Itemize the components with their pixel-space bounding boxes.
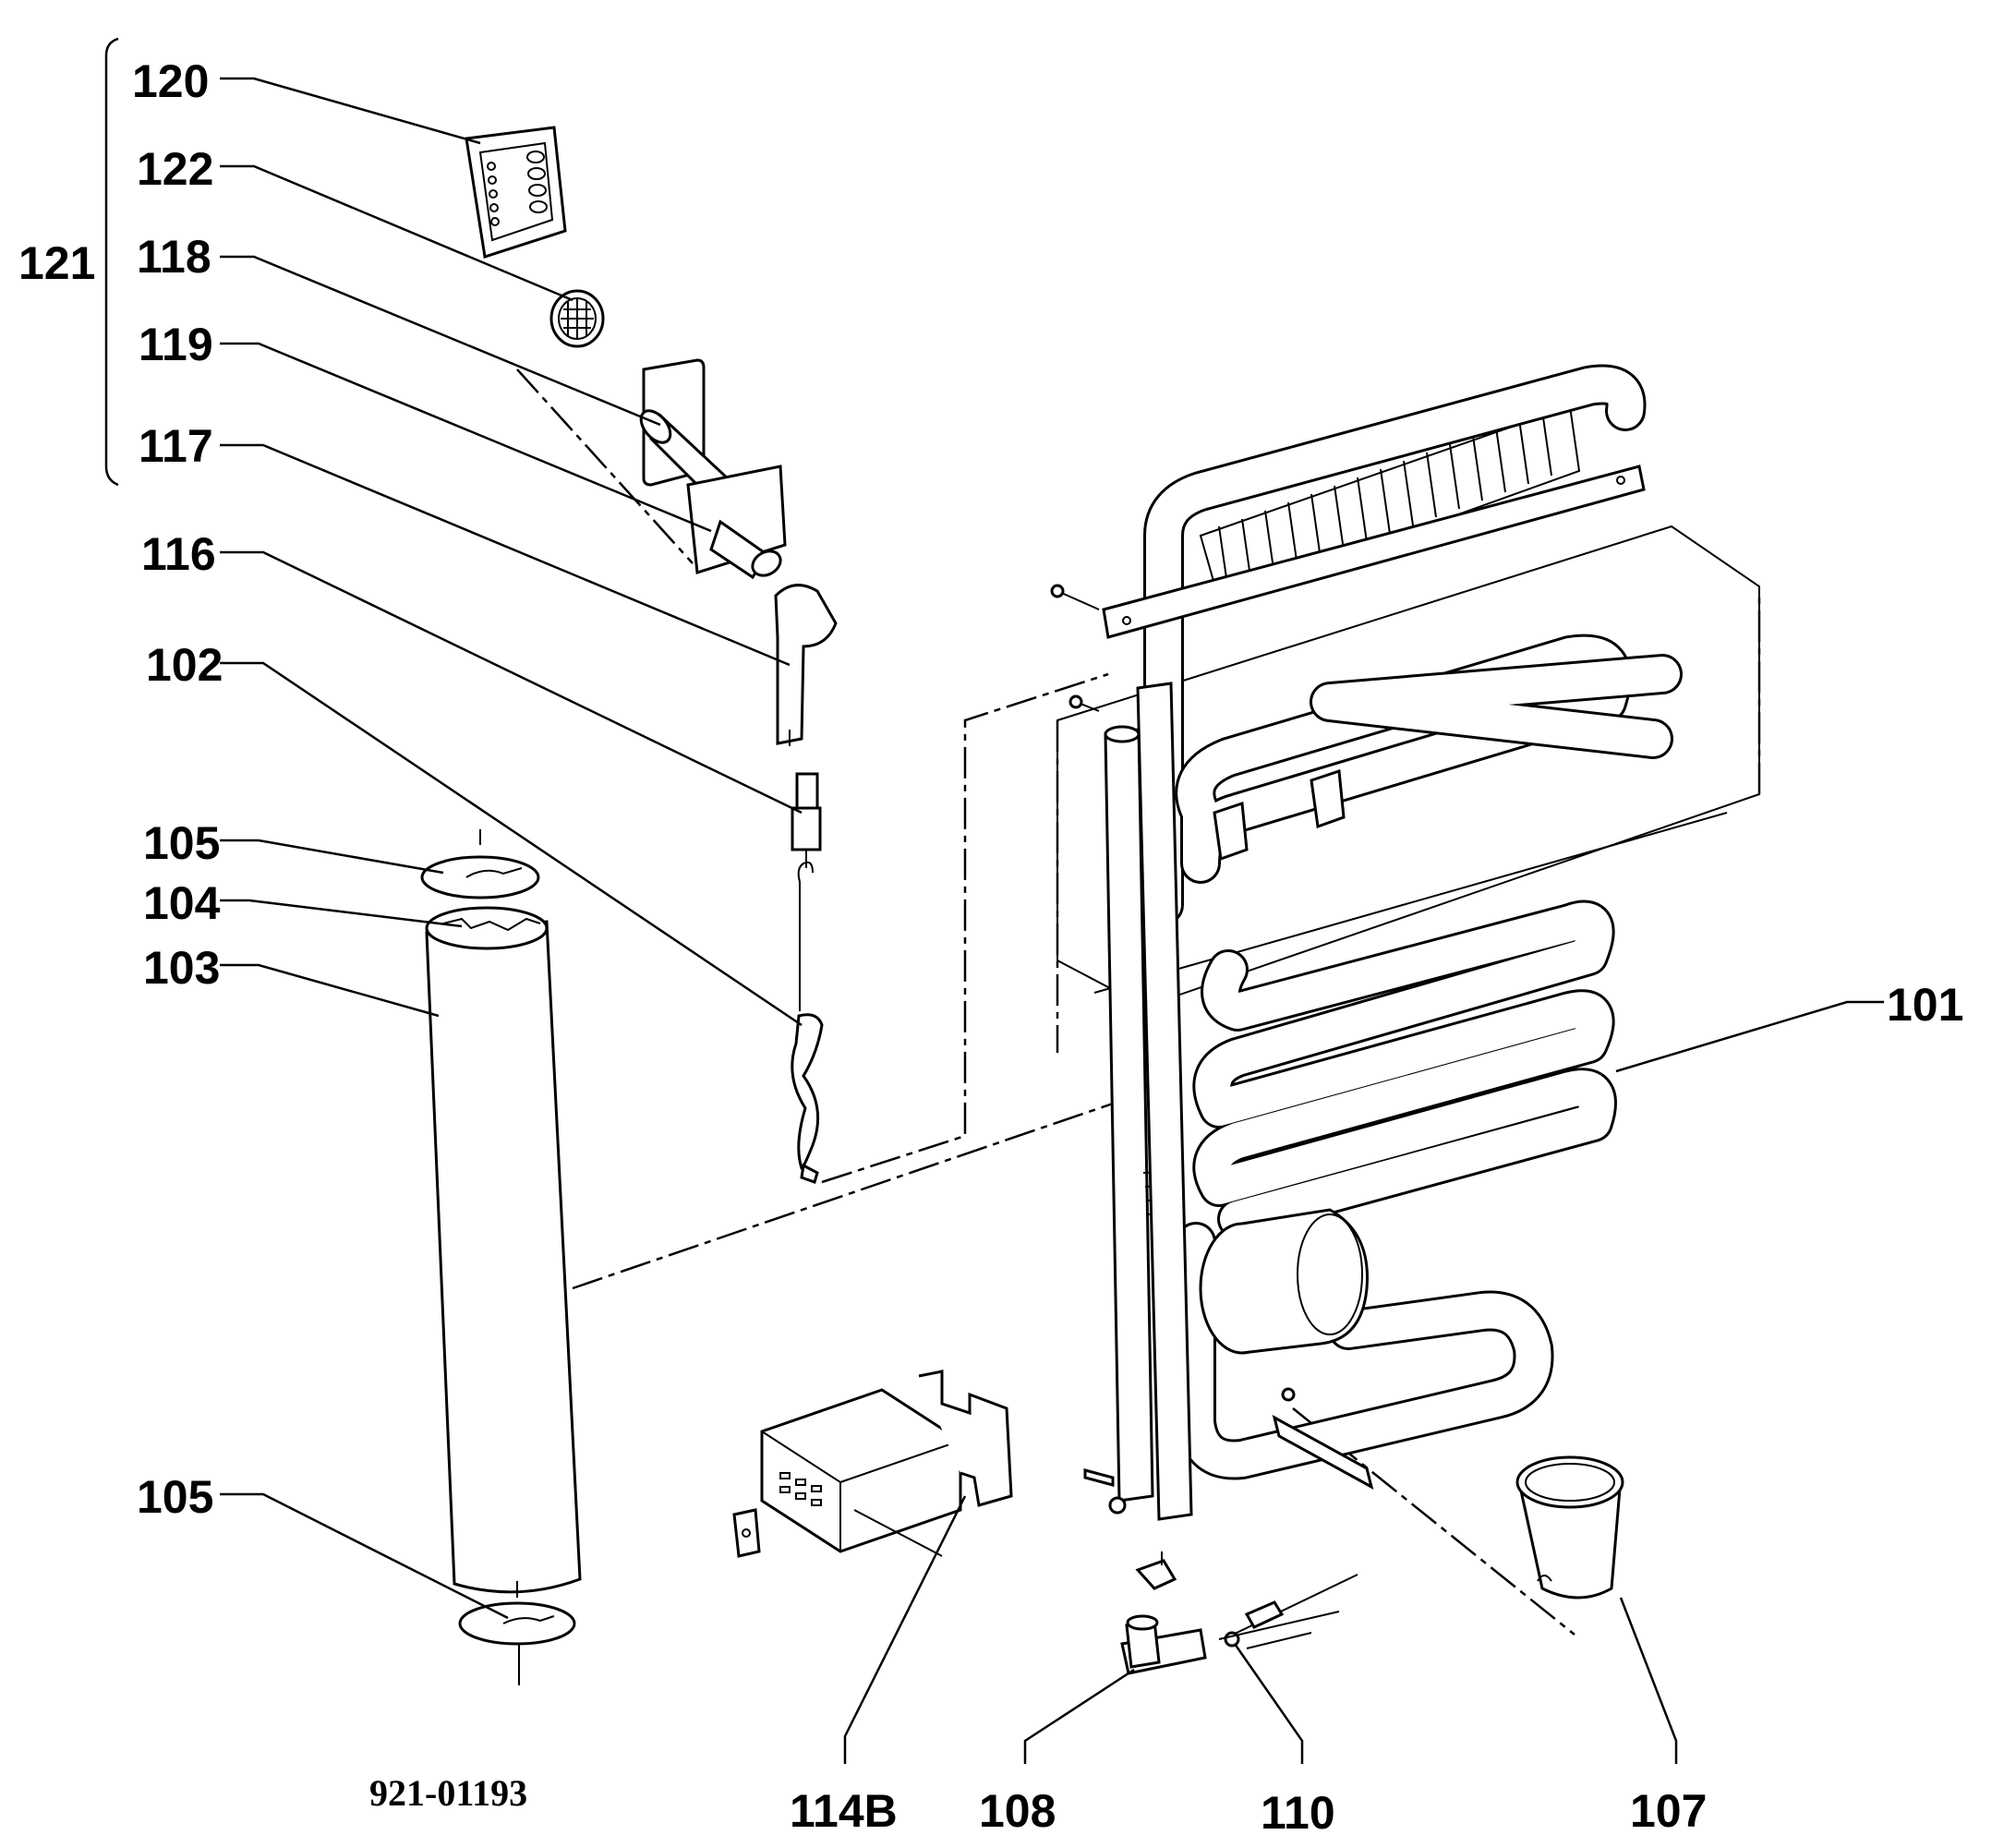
part-105-top-disc bbox=[420, 829, 540, 899]
label-122: 122 bbox=[137, 143, 213, 195]
part-105-bottom-disc bbox=[458, 1581, 576, 1685]
part-116-burner-jet bbox=[791, 772, 822, 868]
part-108-burner bbox=[1120, 1551, 1207, 1675]
label-101: 101 bbox=[1887, 979, 1963, 1031]
label-121: 121 bbox=[18, 237, 95, 289]
label-105-top: 105 bbox=[143, 817, 220, 869]
label-110: 110 bbox=[1261, 1787, 1335, 1839]
leader-lines bbox=[220, 77, 1884, 1764]
label-104: 104 bbox=[143, 877, 221, 929]
label-103: 103 bbox=[143, 942, 220, 994]
part-117-elbow-tube bbox=[774, 584, 838, 746]
callout-labels: 120 122 121 118 119 117 116 102 105 104 … bbox=[18, 55, 1963, 1839]
condenser-fins bbox=[1199, 404, 1581, 602]
label-117: 117 bbox=[139, 420, 213, 472]
label-119: 119 bbox=[139, 319, 213, 370]
part-120-vent-frame bbox=[465, 126, 567, 259]
label-108: 108 bbox=[979, 1785, 1056, 1837]
label-120: 120 bbox=[132, 55, 209, 107]
part-114b-burner-box bbox=[732, 1370, 1013, 1558]
part-103-flue-cylinder bbox=[425, 906, 582, 1594]
part-119-flue-plate bbox=[686, 465, 787, 580]
label-116: 116 bbox=[141, 528, 216, 580]
part-122-mesh-cap bbox=[549, 289, 605, 348]
drawing-number: 921-01193 bbox=[369, 1772, 527, 1814]
part-101-cooling-unit bbox=[1050, 364, 1761, 1521]
part-107-cup bbox=[1515, 1455, 1624, 1600]
group-bracket-121 bbox=[104, 37, 119, 487]
label-118: 118 bbox=[137, 231, 211, 283]
label-105-bottom: 105 bbox=[137, 1471, 213, 1523]
label-107: 107 bbox=[1630, 1785, 1707, 1837]
part-102-baffle bbox=[791, 861, 824, 1184]
label-102: 102 bbox=[146, 639, 223, 691]
part-110-electrode bbox=[1218, 1574, 1358, 1649]
label-114b: 114B bbox=[790, 1785, 898, 1837]
